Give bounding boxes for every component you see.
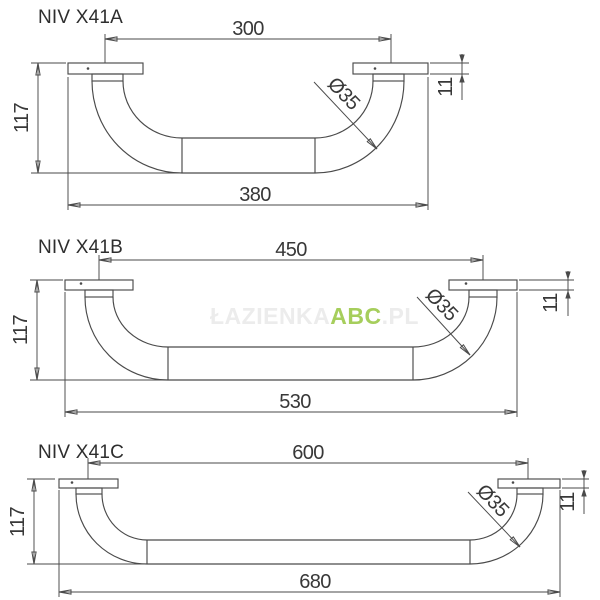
- right-flange-a: [352, 62, 429, 75]
- dim-flange-c: 11: [557, 492, 579, 512]
- watermark-prefix: ŁAZIENKA: [210, 303, 331, 329]
- tube-outer-c: [75, 493, 544, 565]
- tube-joints-a: [181, 138, 316, 173]
- watermark: ŁAZIENKAABC.PL: [210, 303, 419, 330]
- left-flange-b: [64, 279, 134, 291]
- left-flange-c: [58, 478, 119, 489]
- screw-mark-right-b: [464, 282, 468, 285]
- dimensions-a: 300 380 117 11 Ø35: [11, 18, 469, 210]
- grab-bar-drawing-x41a: 300 380 117 11 Ø35: [11, 18, 469, 210]
- grab-bar-outline-c: [58, 478, 561, 565]
- tube-inner-c: [101, 493, 518, 541]
- screw-mark-left-c: [70, 481, 74, 484]
- right-collar-c: [516, 487, 544, 495]
- dim-height-c: 117: [7, 506, 29, 537]
- right-flange-c: [497, 478, 561, 489]
- dim-top-b: 450: [275, 239, 307, 261]
- tube-joints-b: [167, 347, 414, 380]
- grab-bar-outline-a: [67, 62, 429, 174]
- grab-bar-outline-b: [64, 279, 518, 381]
- dim-diameter-c: Ø35: [472, 480, 513, 522]
- watermark-suffix: .PL: [381, 303, 419, 329]
- left-collar-b: [84, 289, 114, 298]
- dimensions-b: 450 530 117 11 Ø35: [10, 239, 574, 417]
- dim-flange-a: 11: [435, 77, 457, 97]
- tube-outer-b: [84, 296, 498, 381]
- screw-mark-right-a: [373, 67, 377, 70]
- dim-height-a: 117: [11, 102, 33, 133]
- tube-inner-a: [122, 80, 374, 139]
- dim-bottom-c: 680: [299, 571, 331, 593]
- dim-diameter-a: Ø35: [323, 73, 364, 115]
- tube-joints-c: [146, 540, 471, 564]
- grab-bar-drawing-x41c: 600 680 117 11 Ø35: [7, 442, 589, 597]
- model-title-x41a: NIV X41A: [38, 7, 124, 28]
- left-flange-a: [67, 62, 144, 75]
- dim-bottom-a: 380: [239, 184, 271, 206]
- right-collar-a: [372, 73, 405, 82]
- dim-top-a: 300: [232, 18, 264, 40]
- screw-mark-right-c: [511, 481, 515, 484]
- screw-mark-left-b: [79, 282, 83, 285]
- dim-flange-b: 11: [540, 293, 562, 313]
- dim-height-b: 117: [10, 314, 32, 345]
- tube-inner-b: [112, 296, 470, 348]
- model-title-x41c: NIV X41C: [38, 442, 125, 463]
- tube-outer-a: [91, 80, 405, 174]
- model-title-x41b: NIV X41B: [38, 237, 124, 258]
- dimensions-c: 600 680 117 11 Ø35: [7, 442, 589, 597]
- right-flange-b: [448, 279, 518, 291]
- watermark-highlight: ABC: [330, 303, 382, 329]
- left-collar-a: [91, 73, 124, 82]
- right-collar-b: [468, 289, 498, 298]
- dim-bottom-b: 530: [279, 391, 311, 413]
- screw-mark-left-a: [86, 67, 90, 70]
- left-collar-c: [75, 487, 103, 495]
- dim-top-c: 600: [292, 442, 324, 464]
- grab-bar-drawing-x41b: 450 530 117 11 Ø35: [10, 239, 574, 417]
